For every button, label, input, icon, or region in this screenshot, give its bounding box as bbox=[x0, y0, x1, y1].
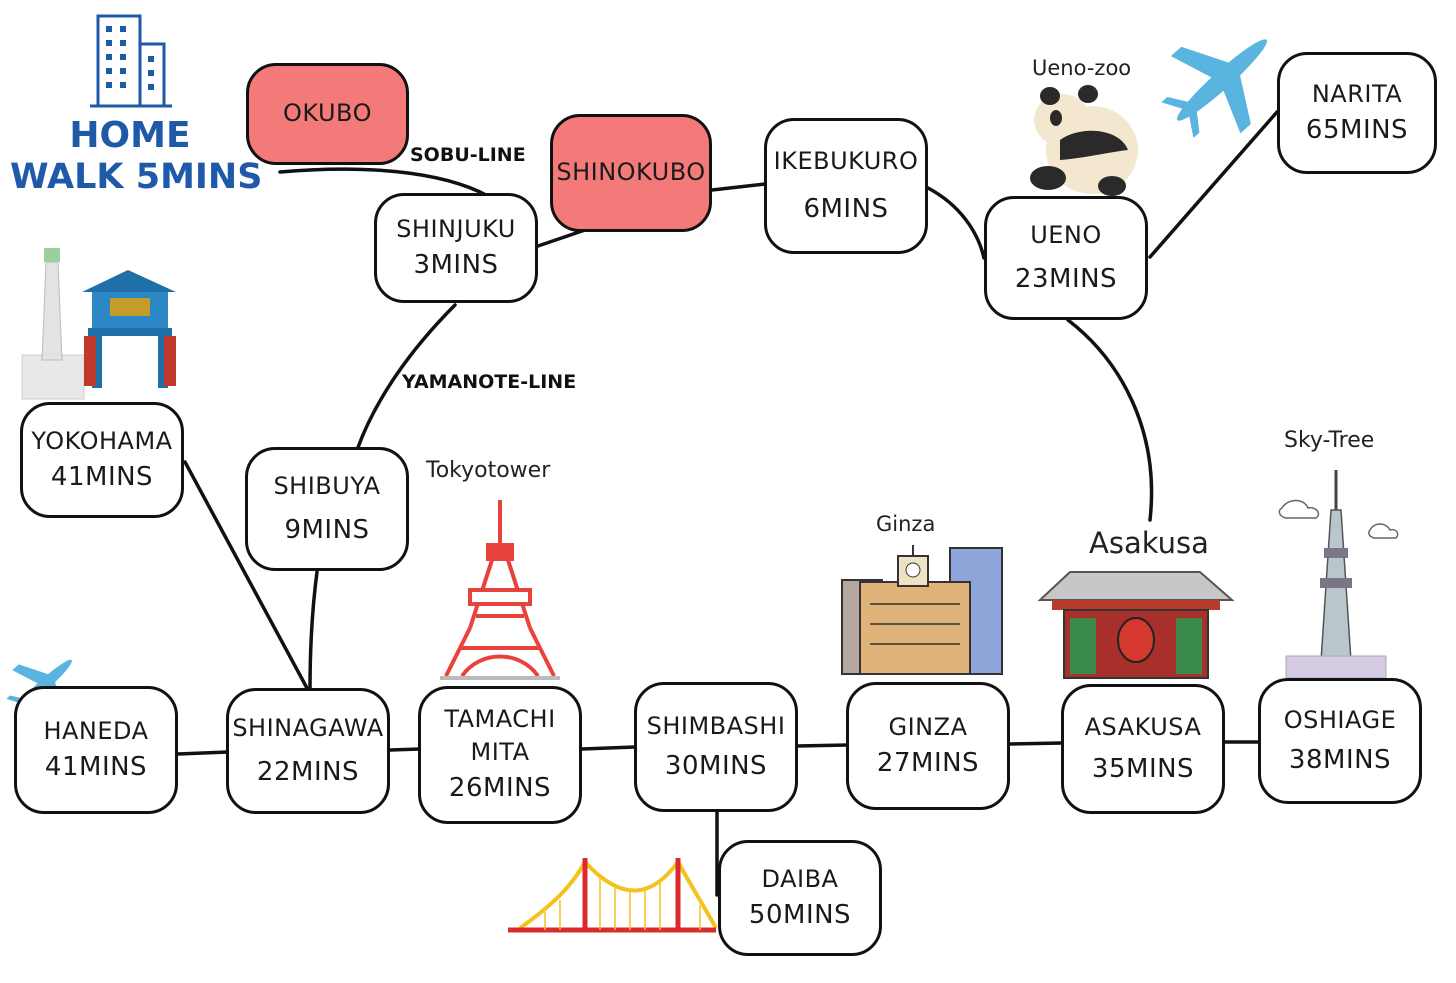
station-narita[interactable]: NARITA 65MINS bbox=[1277, 52, 1437, 174]
line-ginza-asakusa bbox=[1008, 741, 1064, 746]
station-name: SHINAGAWA bbox=[232, 713, 384, 742]
station-time: 9MINS bbox=[284, 514, 370, 545]
station-name: ASAKUSA bbox=[1084, 712, 1202, 741]
station-shinjuku[interactable]: SHINJUKU 3MINS bbox=[374, 193, 538, 303]
ginza-building-icon bbox=[841, 545, 1003, 675]
station-time: 38MINS bbox=[1288, 744, 1392, 775]
landmark-label-skytree: Sky-Tree bbox=[1284, 428, 1375, 453]
tokyo-tower-icon bbox=[440, 500, 560, 680]
landmark-label-tokyotower: Tokyotower bbox=[426, 458, 551, 483]
station-oshiage[interactable]: OSHIAGE 38MINS bbox=[1258, 678, 1422, 804]
station-time: 30MINS bbox=[664, 750, 768, 781]
airplane-icon bbox=[1161, 39, 1267, 138]
station-shimbashi[interactable]: SHIMBASHI 30MINS bbox=[634, 682, 798, 812]
station-yokohama[interactable]: YOKOHAMA 41MINS bbox=[20, 402, 184, 518]
line-shimbashi-ginza bbox=[795, 743, 850, 748]
station-name: HANEDA bbox=[43, 716, 149, 745]
building-icon bbox=[90, 14, 172, 108]
station-asakusa[interactable]: ASAKUSA 35MINS bbox=[1061, 684, 1225, 814]
line-shinjuku-shinokubo bbox=[536, 228, 587, 248]
line-shinagawa-tamachi bbox=[388, 747, 422, 752]
station-time: 50MINS bbox=[748, 899, 852, 930]
panda-icon bbox=[1030, 85, 1138, 196]
station-time: 27MINS bbox=[876, 747, 980, 778]
yokohama-tower-icon bbox=[21, 248, 85, 400]
line-shibuya-shinagawa bbox=[308, 570, 319, 692]
station-time: 26MINS bbox=[448, 773, 552, 804]
station-time: 41MINS bbox=[44, 751, 148, 782]
station-time: 22MINS bbox=[256, 756, 360, 787]
station-daiba[interactable]: DAIBA 50MINS bbox=[718, 840, 882, 956]
line-shinokubo-ikebukuro bbox=[710, 182, 767, 192]
line-ueno-asakusa bbox=[1066, 318, 1154, 522]
station-tamachi-mita[interactable]: TAMACHI MITA 26MINS bbox=[418, 686, 582, 824]
home-title: HOME WALK 5MINS bbox=[10, 115, 263, 197]
station-name: SHIBUYA bbox=[273, 471, 381, 500]
line-ikebukuro-ueno bbox=[926, 186, 986, 260]
station-name: IKEBUKURO bbox=[773, 146, 919, 175]
station-ueno[interactable]: UENO 23MINS bbox=[984, 196, 1148, 320]
route-lines bbox=[176, 110, 1279, 897]
station-name: NARITA bbox=[1311, 79, 1403, 108]
line-shinjuku-shibuya bbox=[355, 303, 457, 452]
station-name: OKUBO bbox=[283, 99, 372, 128]
line-home-shinjuku bbox=[278, 167, 490, 198]
skytree-icon bbox=[1278, 470, 1399, 679]
station-name: UENO bbox=[1030, 220, 1102, 249]
station-okubo[interactable]: OKUBO bbox=[246, 63, 409, 165]
station-time: 3MINS bbox=[413, 249, 499, 280]
station-name: SHINOKUBO bbox=[556, 158, 706, 187]
line-haneda-shinagawa bbox=[176, 750, 230, 756]
landmark-label-asakusa: Asakusa bbox=[1089, 526, 1209, 560]
station-name-secondary: MITA bbox=[470, 738, 530, 767]
station-name: OSHIAGE bbox=[1283, 705, 1397, 734]
home-title-line1: HOME bbox=[69, 115, 191, 156]
station-name: DAIBA bbox=[761, 864, 839, 893]
station-shibuya[interactable]: SHIBUYA 9MINS bbox=[245, 447, 409, 571]
station-time: 65MINS bbox=[1305, 114, 1409, 145]
station-time: 23MINS bbox=[1014, 263, 1118, 294]
station-ginza[interactable]: GINZA 27MINS bbox=[846, 682, 1010, 810]
station-name: SHIMBASHI bbox=[646, 711, 786, 740]
landmark-label-ginza: Ginza bbox=[876, 512, 936, 536]
station-time: 41MINS bbox=[50, 461, 154, 492]
station-time: 6MINS bbox=[803, 193, 889, 224]
landmark-label-ueno-zoo: Ueno-zoo bbox=[1032, 56, 1132, 80]
station-name: GINZA bbox=[888, 712, 968, 741]
station-name: TAMACHI bbox=[444, 704, 556, 733]
station-ikebukuro[interactable]: IKEBUKURO 6MINS bbox=[764, 118, 928, 254]
kaminarimon-gate-icon bbox=[1037, 571, 1235, 679]
station-shinagawa[interactable]: SHINAGAWA 22MINS bbox=[226, 688, 390, 814]
line-ueno-narita bbox=[1148, 110, 1279, 259]
station-name: SHINJUKU bbox=[396, 214, 516, 243]
bridge-icon bbox=[508, 858, 718, 933]
station-shinokubo[interactable]: SHINOKUBO bbox=[550, 114, 712, 232]
station-haneda[interactable]: HANEDA 41MINS bbox=[14, 686, 178, 814]
chinatown-gate-icon bbox=[82, 270, 176, 388]
station-name: YOKOHAMA bbox=[31, 426, 173, 455]
line-yokohama-shinagawa bbox=[183, 460, 310, 692]
line-tamachi-shimbashi bbox=[580, 745, 637, 751]
station-time: 35MINS bbox=[1091, 753, 1195, 784]
home-title-line2: WALK 5MINS bbox=[10, 157, 263, 197]
sobu-line-label: SOBU-LINE bbox=[410, 144, 526, 166]
yamanote-line-label: YAMANOTE-LINE bbox=[402, 371, 577, 393]
